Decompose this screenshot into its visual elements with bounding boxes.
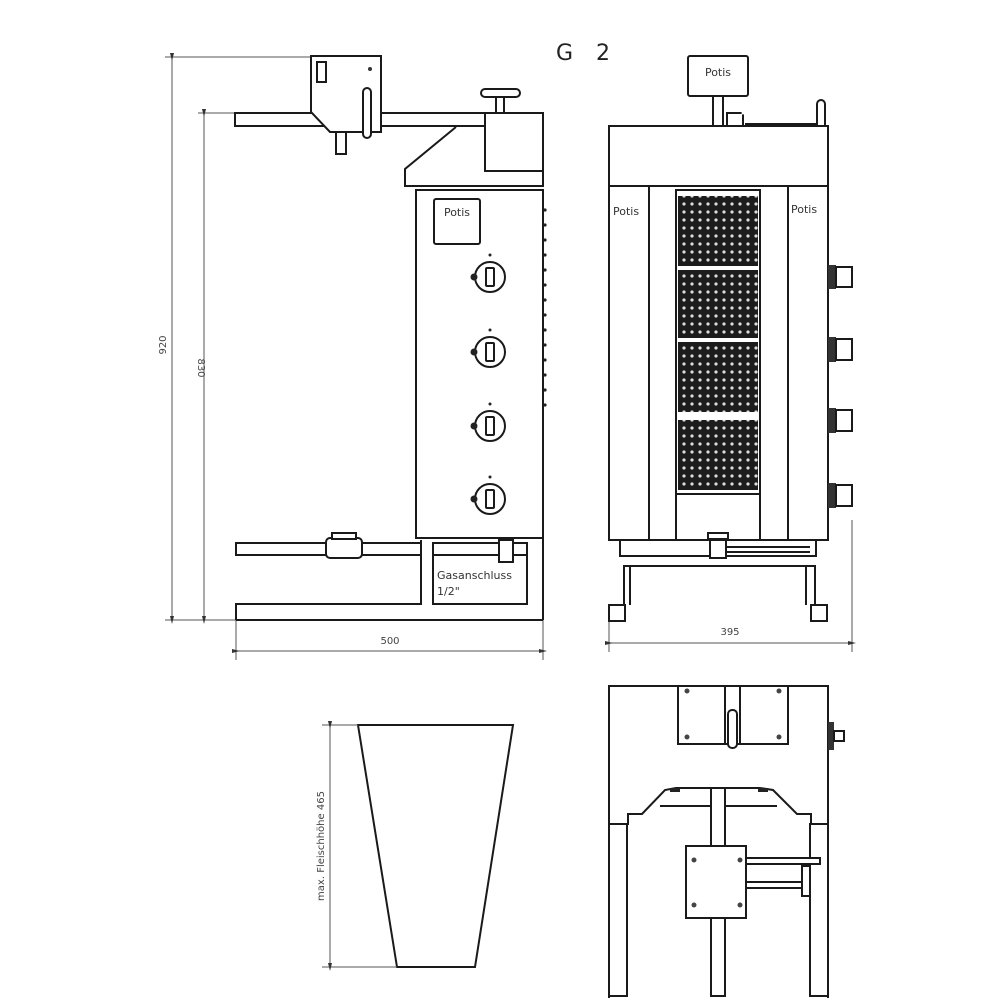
potis-plate bbox=[433, 198, 481, 245]
front-knob-2 bbox=[828, 337, 853, 362]
dimension-395: 395 bbox=[605, 520, 856, 652]
side-knob-1 bbox=[470, 253, 506, 293]
burner-grill-3 bbox=[678, 342, 758, 412]
top-view bbox=[608, 685, 845, 998]
gas-connection-label: Gasanschluss bbox=[437, 569, 512, 582]
dimension-500-label: 500 bbox=[380, 636, 399, 647]
burner-grill-2 bbox=[678, 270, 758, 338]
burner-grill-1 bbox=[678, 196, 758, 266]
dimension-920-label: 920 bbox=[158, 335, 169, 354]
side-knob-4 bbox=[470, 475, 506, 515]
right-panel-label: Potis bbox=[791, 203, 817, 216]
dimension-500: 500 bbox=[232, 620, 547, 660]
meat-cone-outline bbox=[356, 724, 515, 968]
dimension-830: 830 bbox=[195, 109, 236, 624]
front-knob-3 bbox=[828, 408, 853, 433]
left-panel-label: Potis bbox=[613, 205, 639, 218]
side-knob-3 bbox=[470, 402, 506, 442]
burner-grill-4 bbox=[678, 420, 758, 490]
gas-connection-size: 1/2" bbox=[437, 585, 460, 598]
potis-plate-label: Potis bbox=[444, 206, 470, 219]
drawing-title: G 2 bbox=[556, 41, 618, 66]
meat-cone-view: max. Fleischhöhe 465 bbox=[316, 721, 515, 971]
front-knob-4 bbox=[828, 483, 853, 508]
side-knob-2 bbox=[470, 328, 506, 368]
meat-height-label: max. Fleischhöhe 465 bbox=[316, 791, 327, 901]
dimension-830-label: 830 bbox=[195, 358, 206, 377]
motor-label: Potis bbox=[705, 66, 731, 79]
side-view: 920 830 500 bbox=[158, 53, 547, 660]
rivet-row bbox=[542, 190, 547, 420]
dimension-395-label: 395 bbox=[720, 627, 739, 638]
front-knob-1 bbox=[828, 265, 853, 289]
front-view: Potis Potis Potis bbox=[605, 55, 856, 652]
